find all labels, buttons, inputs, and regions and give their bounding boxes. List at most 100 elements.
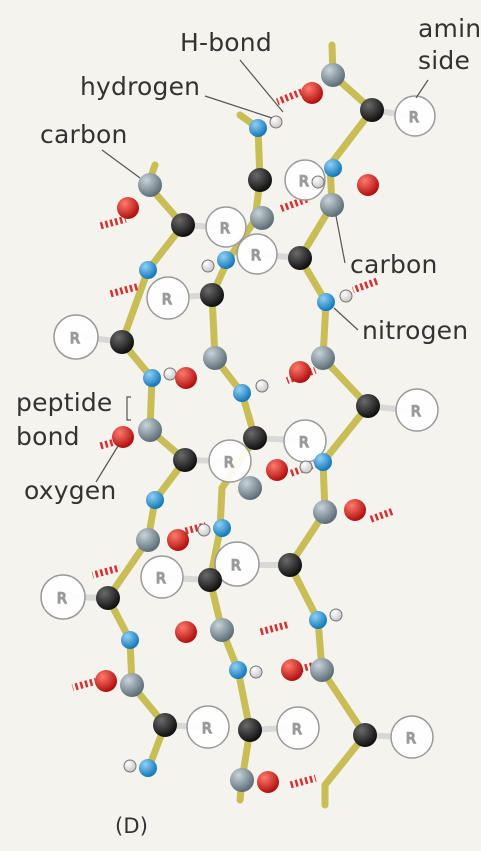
oxygen-atom [175, 367, 197, 389]
svg-text:R: R [70, 331, 80, 347]
oxygen-atom [289, 361, 311, 383]
svg-text:R: R [292, 722, 302, 738]
carbonyl-carbon-atom [250, 206, 274, 230]
carbonyl-carbon-atom [138, 418, 162, 442]
hydrogen-atom [201, 259, 215, 273]
hydrogen-atom [329, 608, 343, 622]
side-chain-r: R [146, 276, 190, 320]
hydrogen-atom [311, 175, 325, 189]
hydrogen-atom [269, 115, 283, 129]
strand-left [104, 161, 189, 774]
hydrogen-atom [249, 665, 263, 679]
oxygen-atom [175, 621, 197, 643]
svg-text:R: R [224, 455, 234, 471]
label-hydrogen: hydrogen [80, 72, 201, 101]
carbonyl-carbon-atom [203, 346, 227, 370]
h-bond [351, 277, 379, 294]
label-oxygen: oxygen [24, 476, 117, 505]
side-chain-groups: R R R R R R R R R R R R R R R [40, 95, 439, 759]
alpha-carbon-atom [353, 723, 377, 747]
svg-text:R: R [57, 591, 67, 607]
oxygen-atom [357, 174, 379, 196]
h-bond [91, 564, 121, 579]
leader-carbon-top [101, 149, 141, 179]
h-bond [367, 507, 395, 524]
h-bond [107, 283, 139, 298]
carbonyl-carbon-atom [321, 63, 345, 87]
hydrogen-atom [339, 289, 353, 303]
label-peptide-bond: peptide [16, 388, 113, 417]
panel-label: (D) [115, 814, 149, 838]
nitrogen-atom [233, 384, 251, 402]
nitrogen-atom [139, 759, 157, 777]
svg-text:R: R [251, 248, 261, 264]
carbonyl-carbon-atom [311, 346, 335, 370]
nitrogen-atom [229, 661, 247, 679]
side-chain-r: R [205, 206, 247, 248]
carbonyl-carbon-atom [320, 193, 344, 217]
side-chain-r: R [236, 233, 278, 275]
carbonyl-carbon-atom [310, 658, 334, 682]
nitrogen-atom [324, 159, 342, 177]
label-h-bond: H-bond [180, 28, 272, 57]
alpha-carbon-atom [238, 718, 262, 742]
alpha-carbon-atoms [96, 98, 384, 747]
leader-h-bond [239, 59, 284, 113]
leader-lines [95, 59, 429, 483]
svg-text:R: R [411, 404, 421, 420]
alpha-carbon-atom [153, 713, 177, 737]
oxygen-atom [344, 499, 366, 521]
svg-text:R: R [162, 292, 172, 308]
nitrogen-atom [213, 519, 231, 537]
label-carbon-right: carbon [350, 250, 438, 279]
svg-text:R: R [409, 110, 419, 126]
oxygen-atom [257, 771, 279, 793]
oxygen-atom [117, 197, 139, 219]
carbonyl-carbon-atom [138, 173, 162, 197]
svg-text:R: R [406, 731, 416, 747]
h-bond [289, 774, 317, 789]
svg-text:R: R [220, 221, 230, 237]
carbonyl-carbon-atom [238, 476, 262, 500]
h-bond [71, 677, 97, 691]
svg-text:R: R [299, 174, 309, 190]
h-bond [99, 215, 127, 230]
label-carbon-top: carbon [40, 120, 128, 149]
oxygen-atom [301, 82, 323, 104]
nitrogen-atom [139, 261, 157, 279]
alpha-carbon-atom [248, 168, 272, 192]
nitrogen-atom [217, 251, 235, 269]
oxygen-atom [167, 529, 189, 551]
leader-nitrogen [333, 307, 359, 331]
side-chain-r: R [284, 159, 326, 201]
alpha-carbon-atom [356, 394, 380, 418]
leader-amino [415, 79, 429, 99]
peptide-bracket [126, 396, 131, 421]
nitrogen-atom [317, 293, 335, 311]
alpha-carbon-atom [200, 283, 224, 307]
side-chain-r: R [53, 314, 99, 360]
oxygen-atom [281, 659, 303, 681]
h-bond [257, 621, 289, 636]
hydrogen-atom [299, 460, 313, 474]
leader-hydrogen [204, 95, 273, 119]
side-chain-r: R [214, 541, 260, 587]
oxygen-atom [112, 426, 134, 448]
label-amino-acid-side-chain: amin [418, 14, 481, 43]
alpha-carbon-atom [198, 568, 222, 592]
nitrogen-atom [146, 491, 164, 509]
alpha-carbon-atom [243, 426, 267, 450]
svg-text:R: R [231, 558, 241, 574]
side-chain-r: R [140, 555, 184, 599]
leader-carbon-right [335, 215, 346, 264]
side-chain-r: R [395, 388, 439, 432]
nitrogen-atom [143, 369, 161, 387]
alpha-carbon-atom [278, 553, 302, 577]
side-chain-r: R [186, 705, 230, 749]
alpha-carbon-atom [360, 98, 384, 122]
side-chain-r: R [40, 574, 86, 620]
carbonyl-carbon-atom [230, 768, 254, 792]
side-chain-r: R [394, 95, 436, 137]
carbonyl-carbon-atoms [120, 63, 345, 792]
carbonyl-carbon-atom [210, 618, 234, 642]
